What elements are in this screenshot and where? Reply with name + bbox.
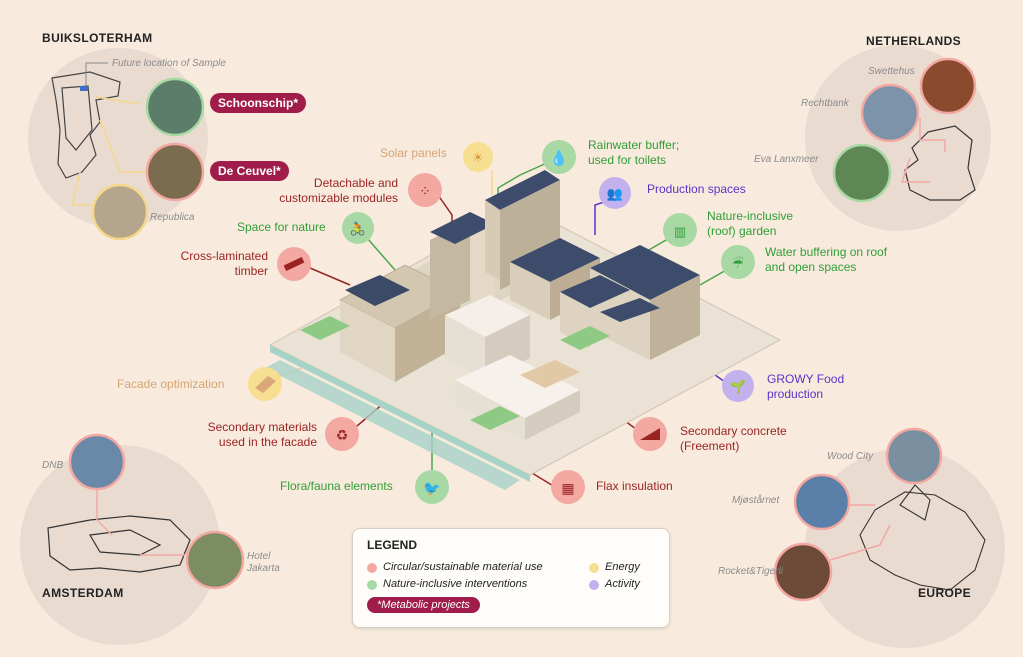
water-drop-icon [542,140,576,174]
pill-schoonschip: Schoonschip* [210,93,307,113]
amsterdam-map [47,515,191,573]
caption-swettehus: Swettehus [868,66,915,77]
legend-swatch-nature [367,580,377,590]
cyclist-icon [342,212,374,244]
svg-text:🐦: 🐦 [423,481,440,497]
svg-text:☔: ☔ [732,255,744,272]
svg-text:💧: 💧 [550,149,569,167]
isometric-development [265,170,782,490]
bird-leaf-icon [415,470,449,504]
region-title-buiksloterham: BUIKSLOTERHAM [42,31,153,45]
caption-dnb: DNB [42,460,64,471]
grid-modules-icon [408,173,442,207]
insulation-mesh-icon [551,470,585,504]
label-detachable-modules: Detachable and customizable modules [279,176,398,205]
amsterdam-connectors [96,490,185,556]
svg-text:🚴: 🚴 [350,221,366,237]
legend: LEGEND Circular/sustainable material use… [352,528,670,628]
caption-republica: Republica [150,212,195,223]
region-title-europe: EUROPE [918,586,972,600]
label-facade-optimization: Facade optimization [117,377,225,391]
buiksloterham-connectors [71,96,150,206]
svg-text:🌱: 🌱 [730,379,746,395]
legend-swatch-activity [589,580,599,590]
caption-future-location: Future location of Sample [112,58,226,69]
roof-garden-icon [663,213,697,247]
caption-mjostarnet: Mjøstårnet [732,495,780,506]
legend-item-nature: Nature-inclusive interventions [383,578,528,590]
netherlands-connectors [900,118,946,183]
europe-region-blob [805,448,1005,648]
label-space-for-nature: Space for nature [237,220,326,234]
svg-text:▦: ▦ [561,481,574,497]
people-icon [599,177,631,209]
amsterdam-region-blob [20,445,220,645]
sun-icon [463,142,493,172]
label-flax-insulation: Flax insulation [596,479,673,493]
caption-wood-city: Wood City [827,451,874,462]
legend-title: LEGEND [367,538,418,552]
svg-text:▥: ▥ [674,225,686,240]
pill-de-ceuvel: De Ceuvel* [210,161,289,181]
svg-text:⁘: ⁘ [419,184,431,200]
label-growy: GROWY Food production [767,372,845,401]
water-buffer-icon [721,245,755,279]
region-title-netherlands: NETHERLANDS [866,34,962,48]
plant-box-icon [722,370,754,402]
legend-item-activity: Activity [605,578,640,590]
caption-rechtbank: Rechtbank [801,98,849,109]
label-secondary-materials: Secondary materials used in the facade [207,420,317,449]
intervention-icons: ☀ 💧 👥 ⁘ 🚴 ▥ ☔ 🌱 ♻ 🐦 ▦ [248,140,755,504]
label-rainwater-buffer: Rainwater buffer; used for toilets [588,138,680,167]
sample-location-marker [80,86,88,91]
recycled-material-icon [325,417,359,451]
future-location-leader [85,62,108,86]
svg-text:👥: 👥 [607,187,623,202]
caption-eva-lanxmeer: Eva Lanxmeer [754,154,819,165]
label-water-buffering: Water buffering on roof and open spaces [765,245,888,274]
label-secondary-concrete: Secondary concrete (Freement) [680,424,787,453]
caption-hotel-jakarta: Hotel Jakarta [247,551,280,574]
region-title-amsterdam: AMSTERDAM [42,586,124,600]
label-solar-panels: Solar panels [380,146,447,160]
label-production-spaces: Production spaces [647,182,746,196]
legend-swatch-circular [367,563,377,573]
label-nature-inclusive-garden: Nature-inclusive (roof) garden [707,209,794,238]
caption-rocket-tigerli: Rocket&Tigerli [718,566,783,577]
label-flora-fauna: Flora/fauna elements [280,479,393,493]
europe-connectors [829,504,891,561]
europe-map [859,484,986,591]
legend-swatch-energy [589,563,599,573]
svg-text:☀: ☀ [472,151,484,166]
label-cross-laminated-timber: Cross-laminated timber [180,249,268,278]
legend-metabolic-projects: *Metabolic projects [367,597,480,613]
legend-item-circular: Circular/sustainable material use [383,561,543,573]
netherlands-map [904,125,976,201]
legend-item-energy: Energy [605,561,640,573]
photo-circles [68,57,977,602]
svg-text:♻: ♻ [336,428,349,444]
